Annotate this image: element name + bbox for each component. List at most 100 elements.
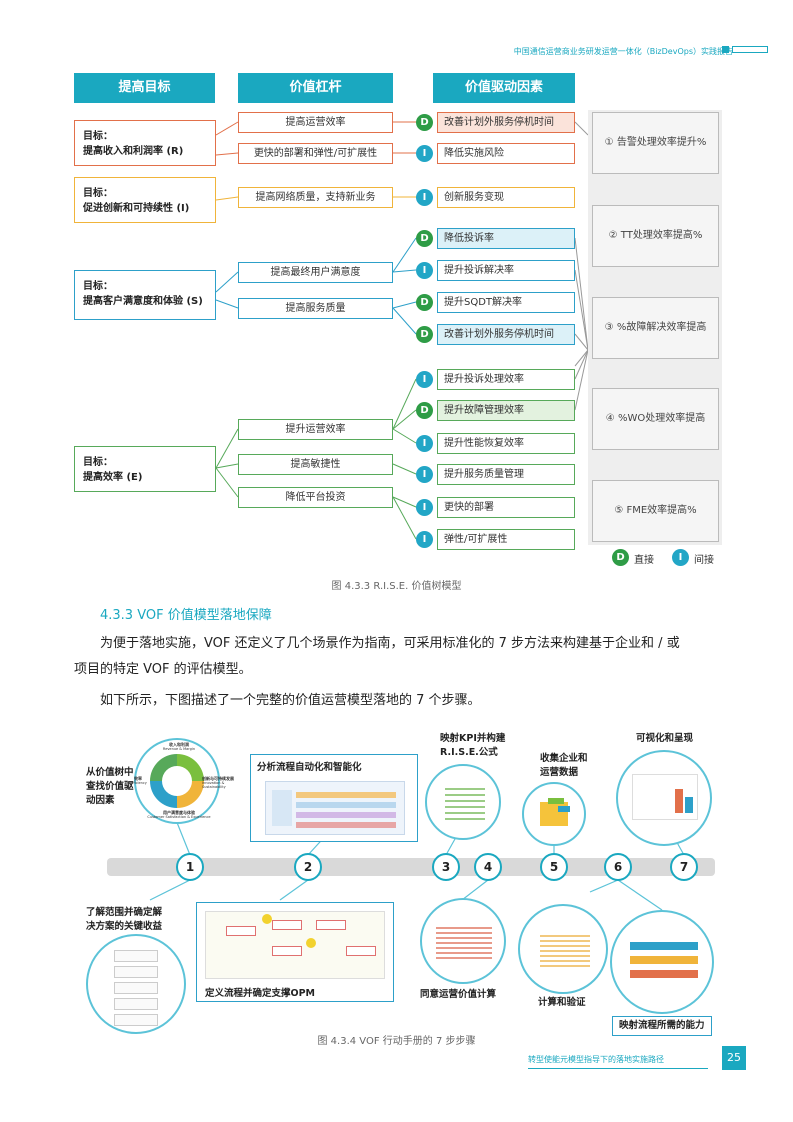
cycle-left-en: Efficiency	[130, 781, 147, 785]
indirect-badge-icon: I	[416, 262, 433, 279]
connector-step-1-top	[175, 819, 191, 856]
lever-item: 提高敏捷性	[238, 454, 393, 475]
legend-indirect-label: 间接	[694, 555, 714, 566]
direct-badge-icon: D	[416, 294, 433, 311]
connector-r-1	[215, 121, 239, 136]
step-6-label-b: 映射流程所需的能力	[612, 1016, 712, 1036]
capability-row	[630, 956, 698, 964]
connector-s-4	[392, 269, 417, 273]
driver-item: 提升服务质量管理	[437, 464, 575, 485]
thumbnail-dot	[306, 938, 316, 948]
connector-e-8	[392, 496, 417, 508]
goal-text: 促进创新和可持续性 (I)	[83, 203, 190, 214]
header-bar-decoration	[732, 46, 768, 53]
indirect-badge-icon: I	[416, 189, 433, 206]
connector-e-4	[392, 378, 417, 430]
step-5-label-line: 收集企业和	[540, 753, 588, 764]
paragraph-2: 如下所示，下图描述了一个完整的价值运营模型落地的 7 个步骤。	[100, 693, 481, 708]
visualize-ring	[616, 750, 712, 846]
step-1-label-b-line: 决方案的关键收益	[86, 921, 163, 932]
value-cycle-icon	[150, 754, 204, 808]
indirect-badge-icon: I	[416, 371, 433, 388]
thumbnail-block	[296, 822, 396, 828]
step-5-label-line: 运营数据	[540, 767, 579, 778]
connector-s-5	[392, 301, 417, 309]
figure-caption-value-tree: 图 4.3.3 R.I.S.E. 价值树模型	[331, 581, 462, 592]
calc-table-thumbnail	[436, 924, 492, 960]
thumbnail-block	[346, 946, 376, 956]
driver-item: 改善计划外服务停机时间	[437, 112, 575, 133]
goal-innovation: 目标： 促进创新和可持续性 (I)	[74, 177, 216, 223]
cycle-top-en: Revenue & Margin	[162, 747, 196, 751]
data-collect-ring	[522, 782, 586, 846]
connector-e-kpi-1	[574, 349, 589, 380]
header-square-decoration	[722, 46, 729, 53]
cycle-right-en: Innovation & Sustainability	[202, 781, 226, 789]
connector-e-5	[392, 409, 417, 430]
driver-item: 降低实施风险	[437, 143, 575, 164]
lever-item: 提高网络质量，支持新业务	[238, 187, 393, 208]
connector-i-1	[215, 196, 239, 201]
thumbnail-block	[272, 920, 302, 930]
connector-step-6b	[617, 879, 663, 911]
direct-badge-icon: D	[612, 549, 629, 566]
cycle-top-label: 收入和利润	[169, 742, 189, 747]
step-5-label: 收集企业和 运营数据	[540, 752, 588, 780]
tree-connectors	[215, 121, 589, 540]
connector-s-kpi-1	[574, 237, 589, 351]
benefit-item	[114, 950, 158, 962]
indirect-badge-icon: I	[672, 549, 689, 566]
step-7-label: 可视化和呈现	[636, 733, 694, 744]
connector-s-kpi-3	[574, 333, 589, 351]
connector-r-2	[215, 152, 239, 156]
step-number-6: 6	[604, 853, 632, 881]
step-number-5: 5	[540, 853, 568, 881]
kpi-item: ① 告警处理效率提升%	[592, 112, 719, 174]
lever-item: 降低平台投资	[238, 487, 393, 508]
process-screenshot-thumbnail	[265, 781, 405, 835]
connector-s-1	[215, 271, 239, 293]
connector-step-4	[461, 879, 489, 901]
goal-revenue: 目标： 提高收入和利润率 (R)	[74, 120, 216, 166]
step-1-label-a: 从价值树中 查找价值驱 动因素	[86, 766, 134, 808]
folder-icon	[540, 798, 570, 826]
column-header-driver: 价值驱动因素	[433, 73, 575, 103]
thumbnail-dot	[262, 914, 272, 924]
kpi-item: ② TT处理效率提高%	[592, 205, 719, 267]
direct-badge-icon: D	[416, 114, 433, 131]
driver-item: 改善计划外服务停机时间	[437, 324, 575, 345]
thumbnail-block	[296, 812, 396, 818]
step-6-label-a: 计算和验证	[538, 997, 586, 1008]
lever-item: 提高运营效率	[238, 112, 393, 133]
indirect-badge-icon: I	[416, 466, 433, 483]
opm-flow-thumbnail	[205, 911, 385, 979]
thumbnail-block	[226, 926, 256, 936]
goal-prefix: 目标：	[83, 131, 113, 142]
driver-item: 提升投诉解决率	[437, 260, 575, 281]
footer-rule	[528, 1068, 708, 1069]
capability-ring	[610, 910, 714, 1014]
goal-prefix: 目标：	[83, 188, 113, 199]
paragraph-1-line-2: 项目的特定 VOF 的评估模型。	[74, 662, 252, 677]
paragraph-1-line-1: 为便于落地实施，VOF 还定义了几个场景作为指南，可采用标准化的 7 步方法来构…	[100, 636, 680, 651]
connector-step-2-bottom	[279, 879, 309, 901]
step-3-label-line: R.I.S.E.公式	[440, 747, 498, 758]
thumbnail-block	[316, 920, 346, 930]
section-title: 4.3.3 VOF 价值模型落地保障	[100, 608, 272, 623]
kpi-item: ③ %故障解决效率提高	[592, 297, 719, 359]
connector-e-6	[392, 428, 417, 444]
connector-s-kpi-4	[574, 349, 589, 367]
goal-prefix: 目标：	[83, 457, 113, 468]
column-header-lever: 价值杠杆	[238, 73, 393, 103]
cycle-bottom-en: Customer Satisfaction & Experience	[147, 815, 211, 819]
thumbnail-bar	[685, 797, 693, 813]
driver-item: 提升投诉处理效率	[437, 369, 575, 390]
benefit-item	[114, 966, 158, 978]
lever-item: 提高最终用户满意度	[238, 262, 393, 283]
calc-verify-ring	[518, 904, 608, 994]
kpi-item: ⑤ FME效率提高%	[592, 480, 719, 542]
indirect-badge-icon: I	[416, 499, 433, 516]
direct-badge-icon: D	[416, 326, 433, 343]
connector-s-kpi-2	[574, 269, 589, 351]
connector-e-3	[215, 467, 239, 498]
